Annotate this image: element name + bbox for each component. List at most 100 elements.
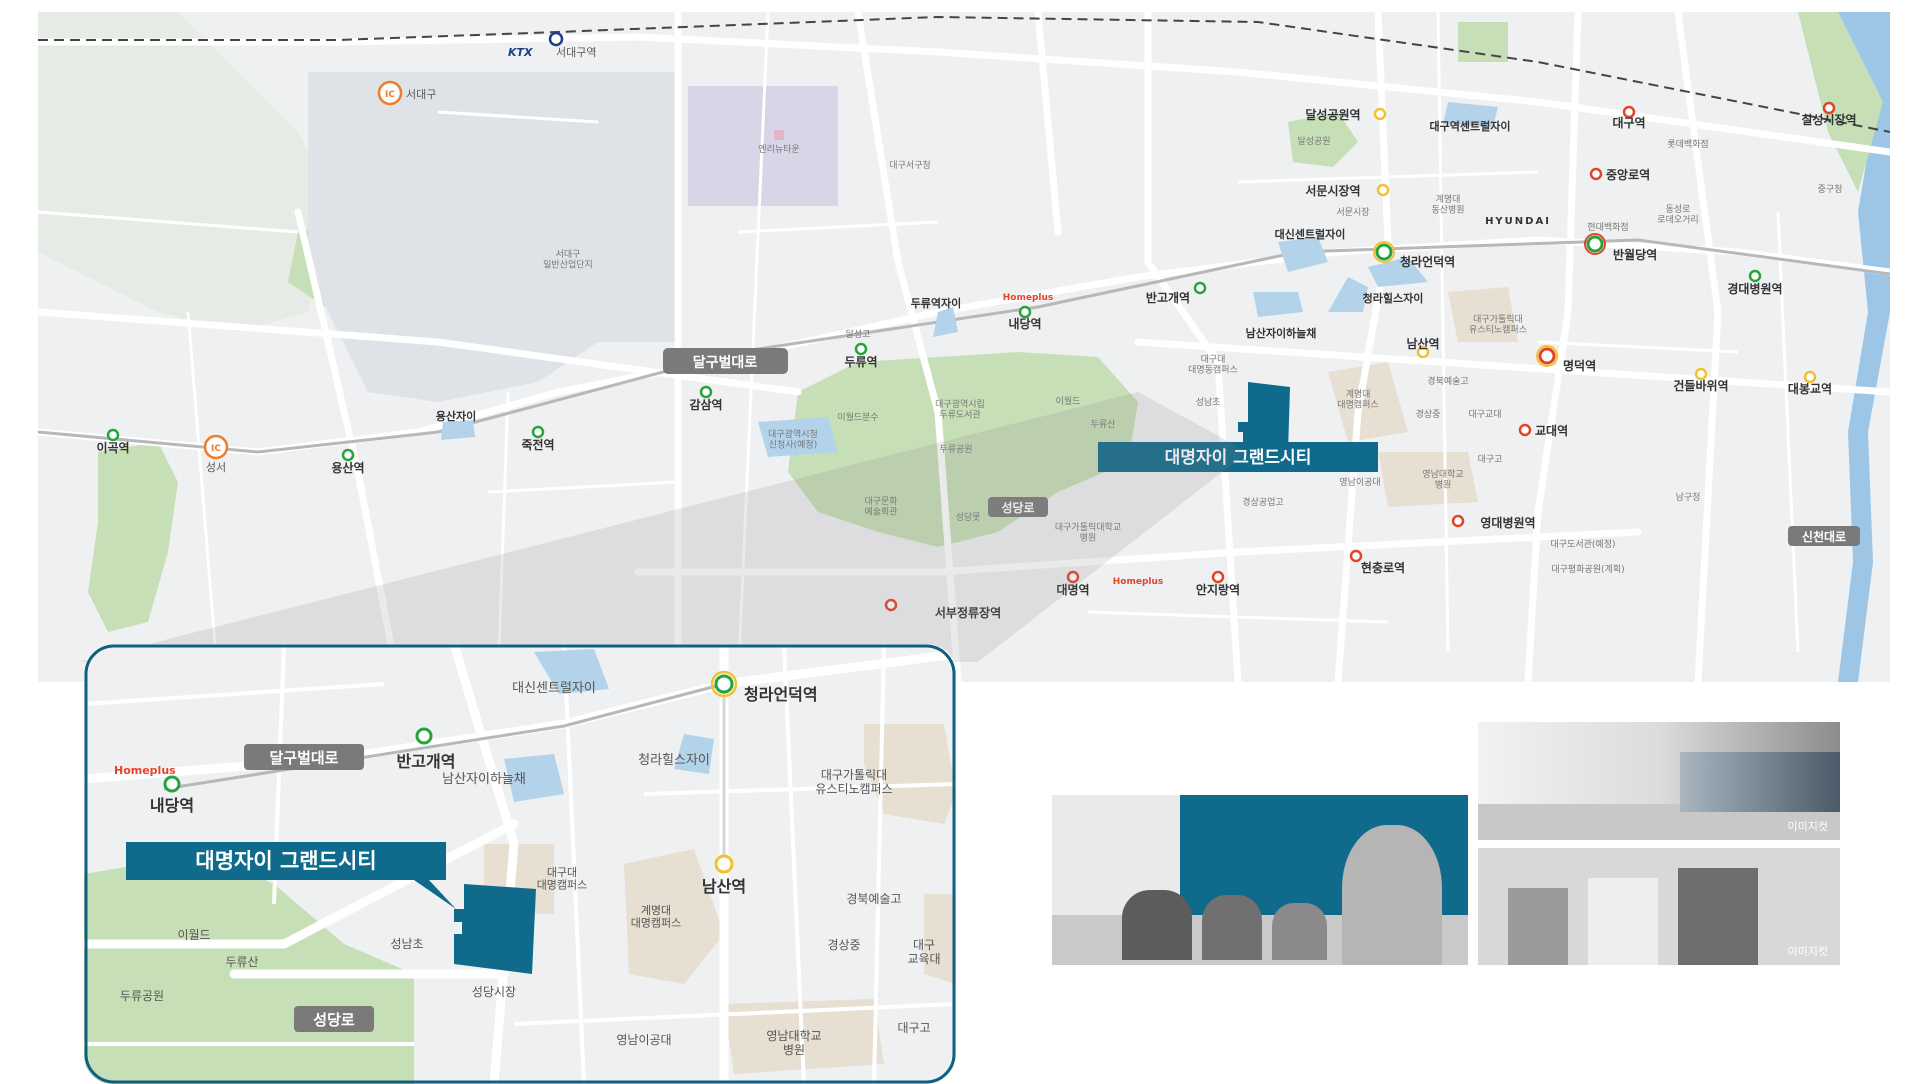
svg-text:대신센트럴자이: 대신센트럴자이 [512, 681, 596, 696]
svg-text:용산자이: 용산자이 [436, 409, 476, 423]
inset-cheongna-hill-label: 청라언덕역 [744, 685, 818, 704]
daemyeong-station-label: 대명역 [1056, 582, 1089, 597]
inset-highlight-badge [126, 842, 446, 880]
education-photo [1052, 795, 1468, 965]
inset-namsan-label: 남산역 [702, 877, 746, 896]
inset-highlight-label: 대명자이 그랜드시티 [195, 849, 376, 873]
svg-text:HYUNDAI: HYUNDAI [1485, 216, 1551, 227]
svg-text:대구서구청: 대구서구청 [889, 160, 930, 171]
seodaegu-station-marker[interactable] [548, 31, 564, 47]
highlight-label: 대명자이 그랜드시티 [1165, 448, 1312, 468]
svg-text:대구고: 대구고 [1478, 454, 1503, 465]
inset-target-block [454, 884, 536, 974]
svg-text:경상공업고: 경상공업고 [1242, 496, 1283, 508]
ic-seodaegu-marker[interactable] [377, 80, 403, 106]
svg-text:영남이공대: 영남이공대 [1339, 477, 1380, 488]
myeongdeok-station-marker[interactable] [1538, 347, 1556, 365]
inset-campus-1 [864, 724, 956, 824]
shopping-photo-caption: 이미지컷 [1787, 945, 1828, 958]
ic-seodaegu-icon-label: IC [385, 90, 395, 100]
inset-minor-roads [84, 644, 956, 1084]
svg-text:성남초: 성남초 [1196, 397, 1221, 408]
svg-text:두류공원: 두류공원 [120, 989, 164, 1003]
svg-text:현대백화점: 현대백화점 [1587, 221, 1628, 233]
inset-bango-marker[interactable] [415, 727, 433, 745]
gamsam-station-label: 감삼역 [689, 397, 722, 412]
svg-text:대구역센트럴자이: 대구역센트럴자이 [1430, 119, 1511, 133]
jungang-station-label: 중앙로역 [1606, 167, 1650, 182]
inset-metro-line [163, 682, 725, 791]
svg-text:대구교대: 대구교대 [1468, 409, 1501, 420]
ktx-logo: KTX [508, 46, 533, 59]
inset-cheongna-ring [710, 670, 738, 698]
svg-text:이월드분수: 이월드분수 [837, 411, 878, 423]
metro-line-2 [38, 238, 1890, 454]
svg-text:성당시장: 성당시장 [472, 985, 516, 999]
duryu-park-area [788, 352, 1138, 547]
subway-photo: 이미지컷 [1478, 722, 1840, 840]
zoom-cone [78, 392, 1248, 662]
svg-text:엔리뉴타운: 엔리뉴타운 [758, 144, 799, 155]
svg-text:Homeplus: Homeplus [1003, 293, 1054, 303]
kyungdae-hospital-station-label: 경대병원역 [1727, 281, 1782, 296]
daegu-station-label: 대구역 [1612, 115, 1645, 130]
inset-dalgubeol-badge [244, 744, 364, 770]
inset-bango-label: 반고개역 [397, 752, 456, 771]
ic-seongseo-label: 성서 [206, 461, 226, 474]
svg-text:성당못: 성당못 [956, 512, 981, 523]
main-map[interactable]: 대명자이 그랜드시티 달구벌대로 성당로 신천대로 KTX 서대구역 IC 서대… [38, 12, 1890, 682]
sincheon-road-label: 신천대로 [1802, 529, 1846, 544]
yeongdae-hospital-station-label: 영대병원역 [1480, 515, 1535, 530]
svg-text:경상중: 경상중 [1416, 408, 1441, 420]
svg-text:두류산: 두류산 [225, 955, 258, 969]
dalseong-park-area [1288, 112, 1358, 167]
svg-text:Homeplus: Homeplus [114, 764, 176, 777]
svg-text:Homeplus: Homeplus [1113, 577, 1164, 587]
sincheon-road-badge [1788, 526, 1860, 546]
ic-seongseo-marker[interactable] [203, 434, 229, 460]
svg-text:청라힐스자이: 청라힐스자이 [638, 753, 710, 768]
inset-highlight-pointer [414, 880, 456, 909]
river [1838, 12, 1890, 682]
apartment-blocks [441, 102, 1498, 457]
svg-text:영남이공대: 영남이공대 [616, 1033, 671, 1047]
child-silhouette-3 [1272, 903, 1327, 960]
inset-naedang-marker[interactable] [163, 775, 181, 793]
seobu-bus-station-label: 서부정류장역 [935, 605, 1001, 620]
svg-text:서문시장: 서문시장 [1336, 207, 1369, 218]
banwoldang-station-marker[interactable] [1586, 235, 1604, 253]
shopping-bag-2 [1588, 878, 1658, 965]
seongdang-road-label: 성당로 [1001, 500, 1034, 515]
svg-text:두류공원: 두류공원 [939, 444, 972, 455]
ikok-station-label: 이곡역 [96, 440, 129, 455]
inset-naedang-label: 내당역 [150, 796, 194, 815]
duryu-station-label: 두류역 [844, 354, 877, 369]
namsan-station-label: 남산역 [1406, 336, 1439, 351]
jukjeon-station-label: 죽전역 [521, 437, 554, 452]
shopping-photo: 이미지컷 [1478, 848, 1840, 965]
svg-text:대구도서관(예정): 대구도서관(예정) [1551, 539, 1616, 550]
cheongna-hill-station-marker[interactable] [1375, 243, 1393, 261]
inset-campus-2 [624, 849, 724, 984]
target-site-block [1238, 382, 1290, 452]
campus-area [1328, 362, 1408, 442]
svg-text:이월드: 이월드 [177, 928, 210, 942]
svg-text:두류산: 두류산 [1091, 419, 1116, 430]
inset-map[interactable]: 대명자이 그랜드시티 달구벌대로 성당로 청라언덕역 반고개역 내당역 남산역 … [84, 644, 956, 1084]
myeongdeok-station-label: 명덕역 [1563, 358, 1596, 373]
geondeul-station-label: 건들바위역 [1673, 378, 1728, 393]
inset-cheongna-hill-marker[interactable] [714, 674, 734, 694]
dalseong-park-station-label: 달성공원역 [1305, 107, 1360, 122]
highlight-badge [1098, 442, 1378, 472]
inset-namsan-marker[interactable] [714, 854, 734, 874]
svg-text:성남초: 성남초 [390, 937, 423, 951]
svg-text:롯데백화점: 롯데백화점 [1667, 138, 1708, 150]
svg-text:남산자이하늘채: 남산자이하늘채 [1246, 326, 1317, 340]
